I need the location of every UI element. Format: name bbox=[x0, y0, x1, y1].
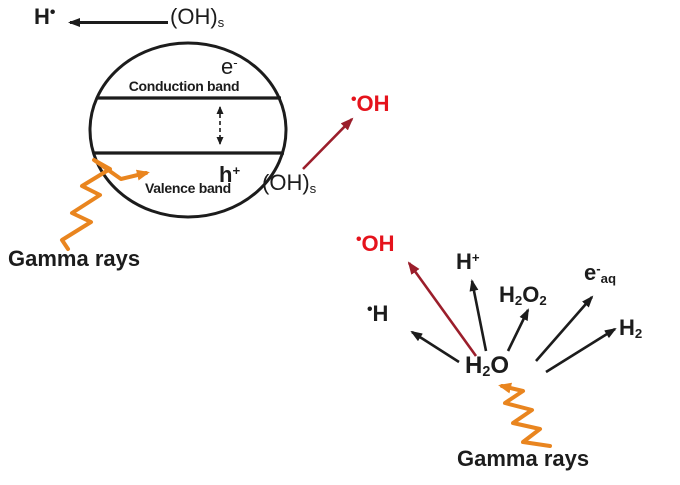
gamma-rays-particle-label: Gamma rays bbox=[8, 246, 141, 271]
h2o2-s1: 2 bbox=[514, 292, 523, 308]
h-radical-base: H bbox=[34, 4, 50, 29]
h2o-s1: 2 bbox=[482, 364, 491, 381]
aqueous-electron-sup: - bbox=[596, 260, 601, 276]
proton-sup: + bbox=[471, 249, 480, 265]
oh-surface-to-oh-radical-arrow bbox=[302, 117, 354, 170]
oh-radical-water-dot: • bbox=[356, 231, 362, 249]
gamma-rays-wavy-arrow-water bbox=[498, 382, 552, 448]
h-radical-water-base: H bbox=[372, 301, 389, 326]
valence-band-label: Valence band bbox=[145, 180, 231, 196]
h2o2-label: H2O2 bbox=[499, 282, 547, 308]
h2o-to-oh-radical-arrow bbox=[407, 261, 478, 357]
h2o-to-proton-arrow bbox=[469, 279, 488, 352]
h2o2-p2: O bbox=[522, 282, 540, 307]
electron-label: e- bbox=[221, 56, 238, 78]
surface-oh-top-base: (OH) bbox=[170, 4, 218, 29]
h-radical-label: H• bbox=[34, 4, 56, 29]
oh-radical-particle-label: •OH bbox=[351, 91, 390, 116]
aqueous-electron-base: e bbox=[584, 260, 597, 285]
h2o-p2: O bbox=[490, 352, 510, 379]
h-radical-dot: • bbox=[49, 4, 56, 22]
h2o2-s2: 2 bbox=[539, 292, 547, 308]
aqueous-electron-sub: aq bbox=[600, 270, 617, 286]
h2o2-p1: H bbox=[499, 282, 515, 307]
h2o-label: H2O bbox=[465, 352, 510, 381]
surface-oh-top-sub: s bbox=[217, 14, 225, 30]
surface-oh-bottom-base: (OH) bbox=[262, 170, 310, 195]
proton-base: H bbox=[456, 249, 472, 274]
hole-base: h bbox=[219, 162, 233, 187]
h2o-to-h-radical-arrow bbox=[410, 330, 460, 364]
h-radical-water-label: •H bbox=[367, 301, 389, 326]
hole-label: h+ bbox=[219, 164, 240, 186]
oh-radical-water-label: •OH bbox=[356, 231, 395, 256]
surface-oh-bottom-sub: s bbox=[309, 180, 317, 196]
hole-sup: + bbox=[232, 162, 241, 178]
surface-oh-bottom-label: (OH)s bbox=[262, 170, 317, 196]
electron-base: e bbox=[221, 54, 234, 79]
oh-radical-particle-base: OH bbox=[356, 91, 390, 116]
h2o-p1: H bbox=[465, 352, 483, 379]
particle-circle bbox=[88, 41, 288, 219]
gamma-rays-water-label: Gamma rays bbox=[457, 446, 590, 471]
h2o-to-eaq-arrow bbox=[535, 295, 594, 362]
oh-radical-particle-dot: • bbox=[351, 91, 357, 109]
conduction-band-label: Conduction band bbox=[128, 78, 240, 94]
h-radical-water-dot: • bbox=[367, 301, 373, 319]
h2-base: H bbox=[619, 315, 635, 340]
gamma-rays-wavy-arrow-particle bbox=[60, 158, 150, 251]
aqueous-electron-label: e-aq bbox=[584, 260, 617, 286]
proton-label: H+ bbox=[456, 251, 480, 273]
h2-label: H2 bbox=[619, 315, 643, 341]
electron-sup: - bbox=[233, 54, 238, 70]
h2o-to-h2-arrow bbox=[545, 327, 617, 374]
h2-sub: 2 bbox=[634, 325, 643, 341]
oh-radical-water-base: OH bbox=[361, 231, 395, 256]
surface-oh-top-label: (OH)s bbox=[170, 4, 225, 30]
h2o-to-h2o2-arrow bbox=[506, 308, 530, 352]
